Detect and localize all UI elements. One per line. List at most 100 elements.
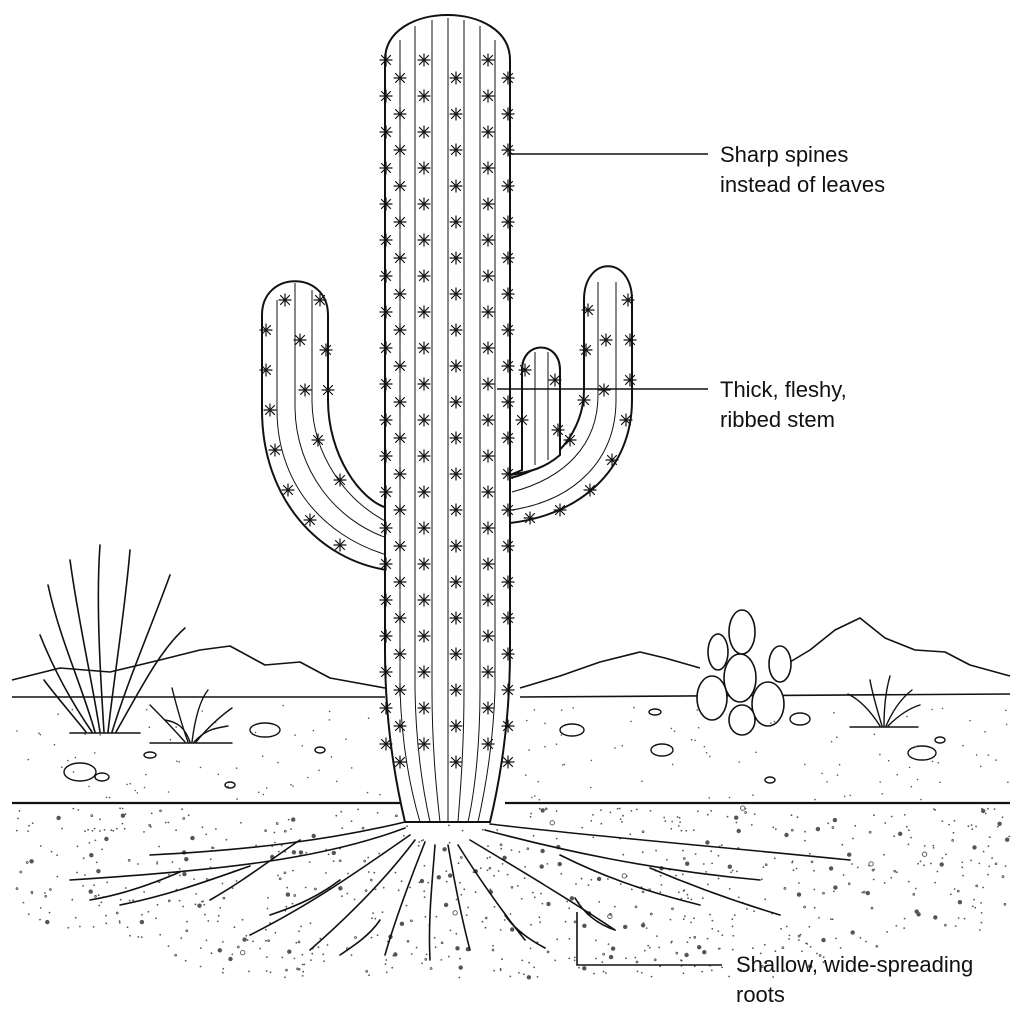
spine-cluster bbox=[449, 287, 463, 301]
spine-cluster bbox=[501, 71, 515, 85]
spine-cluster bbox=[501, 107, 515, 121]
right-arm-ribs bbox=[511, 282, 617, 511]
spine-cluster bbox=[393, 539, 407, 553]
spine-cluster bbox=[583, 483, 597, 497]
spine-cluster bbox=[501, 251, 515, 265]
spine-cluster bbox=[379, 557, 393, 571]
spine-cluster bbox=[393, 323, 407, 337]
spine-cluster bbox=[417, 629, 431, 643]
spine-cluster bbox=[417, 449, 431, 463]
spine-cluster bbox=[417, 305, 431, 319]
stem-callout: Thick, fleshy, ribbed stem bbox=[720, 375, 847, 435]
spine-cluster bbox=[449, 503, 463, 517]
spine-cluster bbox=[518, 363, 532, 377]
spine-cluster bbox=[449, 107, 463, 121]
spine-cluster bbox=[553, 503, 567, 517]
spine-cluster bbox=[321, 383, 335, 397]
spine-cluster bbox=[621, 293, 635, 307]
spine-cluster bbox=[449, 719, 463, 733]
spine-cluster bbox=[379, 413, 393, 427]
spine-cluster bbox=[623, 373, 637, 387]
spine-cluster bbox=[523, 511, 537, 525]
spine-cluster bbox=[449, 359, 463, 373]
spine-cluster bbox=[501, 683, 515, 697]
spine-cluster bbox=[449, 251, 463, 265]
spine-cluster bbox=[379, 197, 393, 211]
spine-cluster bbox=[481, 413, 495, 427]
callout-lines bbox=[497, 153, 722, 966]
spine-cluster bbox=[379, 125, 393, 139]
spine-cluster bbox=[449, 431, 463, 445]
spine-cluster bbox=[501, 539, 515, 553]
ocotillo-plant bbox=[39, 544, 186, 734]
spine-cluster bbox=[623, 333, 637, 347]
spine-cluster bbox=[303, 513, 317, 527]
spine-cluster bbox=[417, 413, 431, 427]
spine-cluster bbox=[417, 161, 431, 175]
spine-cluster bbox=[393, 467, 407, 481]
spine-cluster bbox=[481, 377, 495, 391]
stem-callout-line2: ribbed stem bbox=[720, 407, 835, 432]
spine-cluster bbox=[481, 593, 495, 607]
spine-cluster bbox=[481, 53, 495, 67]
spine-cluster bbox=[259, 323, 273, 337]
spine-cluster bbox=[393, 359, 407, 373]
spine-cluster bbox=[551, 423, 565, 437]
spine-cluster bbox=[605, 453, 619, 467]
spine-cluster bbox=[417, 521, 431, 535]
prickly-pear-cactus bbox=[696, 609, 792, 736]
spine-cluster bbox=[393, 71, 407, 85]
spine-cluster bbox=[501, 719, 515, 733]
spine-cluster bbox=[379, 341, 393, 355]
spine-cluster bbox=[481, 125, 495, 139]
spine-cluster bbox=[581, 303, 595, 317]
spine-cluster bbox=[501, 179, 515, 193]
spine-cluster bbox=[293, 333, 307, 347]
spine-cluster bbox=[449, 143, 463, 157]
spine-cluster bbox=[449, 647, 463, 661]
spine-cluster bbox=[311, 433, 325, 447]
spine-cluster bbox=[379, 377, 393, 391]
spine-cluster bbox=[481, 701, 495, 715]
cactus-left-arm bbox=[261, 280, 388, 572]
spine-cluster bbox=[379, 521, 393, 535]
spine-cluster bbox=[379, 737, 393, 751]
spine-cluster bbox=[417, 701, 431, 715]
spine-cluster bbox=[417, 593, 431, 607]
spine-cluster bbox=[481, 161, 495, 175]
spine-cluster bbox=[481, 521, 495, 535]
main-stem-ribs bbox=[399, 18, 496, 823]
spine-cluster bbox=[319, 343, 333, 357]
spines-callout-line2: instead of leaves bbox=[720, 172, 886, 197]
spine-cluster bbox=[298, 383, 312, 397]
spine-cluster bbox=[449, 71, 463, 85]
spine-cluster bbox=[393, 431, 407, 445]
spine-cluster bbox=[379, 629, 393, 643]
spine-cluster bbox=[597, 383, 611, 397]
spine-cluster bbox=[393, 143, 407, 157]
spine-cluster bbox=[501, 431, 515, 445]
spine-cluster bbox=[449, 611, 463, 625]
spine-cluster bbox=[449, 539, 463, 553]
spine-cluster bbox=[417, 557, 431, 571]
spine-cluster bbox=[481, 305, 495, 319]
roots-callout-line2: roots bbox=[736, 982, 785, 1007]
spine-cluster bbox=[379, 449, 393, 463]
spine-cluster bbox=[379, 161, 393, 175]
spine-cluster bbox=[393, 179, 407, 193]
left-arm-ribs bbox=[276, 283, 388, 556]
spine-cluster bbox=[417, 269, 431, 283]
spine-cluster bbox=[515, 413, 529, 427]
spine-cluster bbox=[449, 755, 463, 769]
spine-cluster bbox=[449, 215, 463, 229]
spine-cluster bbox=[563, 433, 577, 447]
spine-cluster bbox=[449, 683, 463, 697]
spine-cluster bbox=[481, 233, 495, 247]
spine-cluster bbox=[481, 665, 495, 679]
roots bbox=[69, 821, 851, 961]
spine-cluster bbox=[501, 323, 515, 337]
spine-cluster bbox=[393, 251, 407, 265]
stem-callout-line1: Thick, fleshy, bbox=[720, 377, 847, 402]
spine-cluster bbox=[449, 575, 463, 589]
